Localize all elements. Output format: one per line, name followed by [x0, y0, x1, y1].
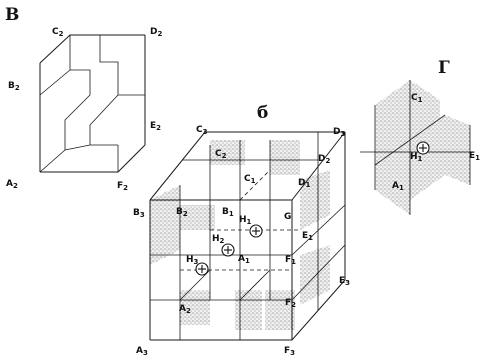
panel-g-title: Г	[438, 58, 450, 78]
panel-b-title: б	[257, 103, 268, 123]
label-b-E1: E1	[302, 231, 313, 242]
label-b-G: G	[284, 212, 291, 222]
label-b-F1: F1	[285, 255, 296, 266]
label-b-H2: H2	[212, 234, 225, 245]
label-b-H3: H3	[186, 255, 199, 266]
panel-g: Г C1 H1 E1 A1	[360, 58, 480, 215]
label-b-D2: D2	[318, 154, 330, 165]
label-v-F2: F2	[117, 181, 128, 192]
label-v-C2: C2	[52, 27, 64, 38]
label-b-C3: C3	[196, 125, 208, 136]
ion-g-H1	[417, 142, 429, 154]
label-v-B2: B2	[8, 81, 20, 92]
label-b-E3: E3	[339, 276, 350, 287]
label-b-H1: H1	[239, 215, 252, 226]
panel-v-frame	[40, 35, 145, 172]
label-v-D2: D2	[150, 27, 162, 38]
panel-v: В C2 D2 B2 E2 A2 F2	[5, 5, 162, 192]
label-b-A3: A3	[136, 346, 148, 357]
label-b-B3: B3	[133, 208, 145, 219]
label-b-C1: C1	[244, 174, 256, 185]
ion-H2	[222, 244, 234, 256]
label-v-A2: A2	[6, 179, 18, 190]
label-v-E2: E2	[150, 121, 161, 132]
label-g-E1: E1	[469, 151, 480, 162]
label-b-D3: D3	[333, 127, 345, 138]
panel-b: б	[133, 103, 350, 357]
label-b-B1: B1	[222, 207, 234, 218]
label-b-F3: F3	[284, 346, 295, 357]
label-b-A1: A1	[238, 254, 250, 265]
ion-H1	[250, 225, 262, 237]
panel-v-title: В	[5, 5, 19, 25]
